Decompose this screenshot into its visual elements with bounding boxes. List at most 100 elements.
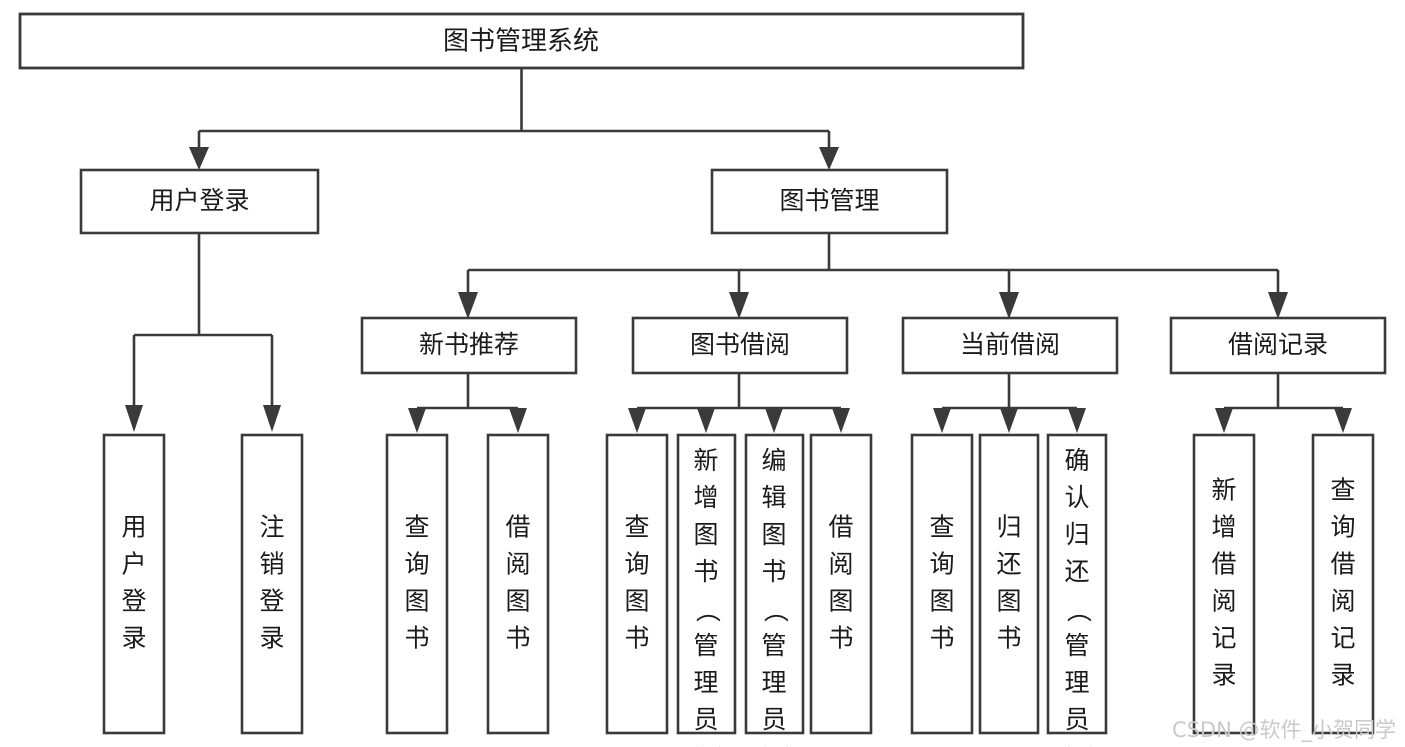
node-borrow-record-label: 借阅记录	[1228, 330, 1328, 359]
node-current-borrow-label: 当前借阅	[960, 330, 1060, 359]
node-new-book-recommend-box	[360, 316, 578, 375]
node-borrow-record-box	[1169, 316, 1387, 375]
vertical-char: 记	[1211, 624, 1236, 653]
vertical-char: 新	[1211, 476, 1236, 505]
vertical-char: 录	[259, 624, 284, 653]
vertical-char: 书	[996, 624, 1021, 653]
csdn-watermark: CSDN @软件_小贺同学	[1172, 718, 1396, 743]
vertical-char: 阅	[828, 550, 853, 579]
arrow-currentborrow-leaf2-icon	[1000, 408, 1018, 433]
node-new-book-recommend-label: 新书推荐	[419, 330, 519, 359]
node-book-borrow-box	[631, 316, 849, 375]
node-current-borrow-box	[901, 316, 1119, 375]
vertical-char: ）	[761, 745, 790, 747]
vertical-char: 查	[624, 513, 649, 542]
vertical-char: 阅	[1211, 587, 1236, 616]
vertical-char: （	[1064, 597, 1093, 622]
arrow-bookborrow-leaf4-icon	[832, 408, 850, 433]
vertical-char: 管	[1064, 631, 1089, 660]
node-new-book-recommend[interactable]: 新书推荐	[360, 316, 578, 375]
vertical-char: 记	[1330, 624, 1355, 653]
leaf-bookborrow-query-box	[605, 433, 669, 735]
vertical-char: 询	[404, 550, 429, 579]
arrow-bookborrow-leaf3-icon	[765, 408, 783, 433]
vertical-char: 辑	[761, 483, 786, 512]
vertical-char: 查	[404, 513, 429, 542]
leaf-newbook-query-box	[385, 433, 449, 735]
vertical-char: 书	[404, 624, 429, 653]
vertical-char: 户	[121, 550, 146, 579]
leaf-user-login-signout-box	[240, 433, 304, 735]
vertical-char: 增	[1211, 513, 1236, 542]
node-book-borrow[interactable]: 图书借阅	[631, 316, 849, 375]
vertical-char: 录	[121, 624, 146, 653]
leaf-borrowrecord-query-box	[1311, 433, 1375, 735]
arrow-newbook-leaf1-icon	[408, 408, 426, 433]
vertical-char: 认	[1064, 483, 1089, 512]
vertical-char: 图	[624, 587, 649, 616]
leaf-user-login-signin-box	[102, 433, 166, 735]
node-root-box	[18, 12, 1025, 70]
vertical-char: 录	[1211, 661, 1236, 690]
vertical-char: 图	[505, 587, 530, 616]
vertical-char: 用	[121, 513, 146, 542]
vertical-char: 管	[761, 631, 786, 660]
vertical-char: 查	[1330, 476, 1355, 505]
vertical-char: 归	[996, 513, 1021, 542]
vertical-char: 图	[828, 587, 853, 616]
vertical-char: 理	[1064, 668, 1089, 697]
vertical-char: 询	[624, 550, 649, 579]
leaf-user-login-signin-label: 用户登录	[121, 513, 146, 653]
node-user-login[interactable]: 用户登录	[79, 168, 320, 235]
node-book-management-box	[710, 168, 949, 235]
node-root-system[interactable]: 图书管理系统	[18, 12, 1025, 70]
vertical-char: 借	[1211, 550, 1236, 579]
vertical-char: 书	[505, 624, 530, 653]
connector-layer	[125, 69, 1352, 433]
vertical-char: 登	[259, 587, 284, 616]
node-root-label: 图书管理系统	[443, 27, 599, 57]
leaf-bookborrow-edit-box	[744, 433, 805, 735]
vertical-char: （	[693, 597, 722, 622]
arrow-to-borrow-record-icon	[1268, 292, 1288, 319]
arrow-newbook-leaf2-icon	[509, 408, 527, 433]
vertical-char: 还	[996, 550, 1021, 579]
node-borrow-record[interactable]: 借阅记录	[1169, 316, 1387, 375]
vertical-char: 询	[929, 550, 954, 579]
leaf-currentborrow-query-box	[910, 433, 974, 735]
vertical-char: 阅	[1330, 587, 1355, 616]
vertical-char: 增	[693, 483, 718, 512]
vertical-char: 还	[1064, 557, 1089, 586]
arrow-to-new-book-icon	[458, 292, 478, 319]
node-current-borrow[interactable]: 当前借阅	[901, 316, 1119, 375]
node-book-management[interactable]: 图书管理	[710, 168, 949, 235]
arrow-to-book-borrow-icon	[729, 292, 749, 319]
vertical-char: 录	[1330, 661, 1355, 690]
arrow-bookborrow-leaf1-icon	[628, 408, 646, 433]
arrow-currentborrow-leaf3-icon	[1068, 408, 1086, 433]
leaf-user-login-signin[interactable]: 用户登录	[102, 433, 166, 735]
vertical-char: 理	[761, 668, 786, 697]
vertical-char: 注	[259, 513, 284, 542]
arrow-borrowrecord-leaf2-icon	[1334, 408, 1352, 433]
vertical-char: 销	[259, 550, 284, 579]
